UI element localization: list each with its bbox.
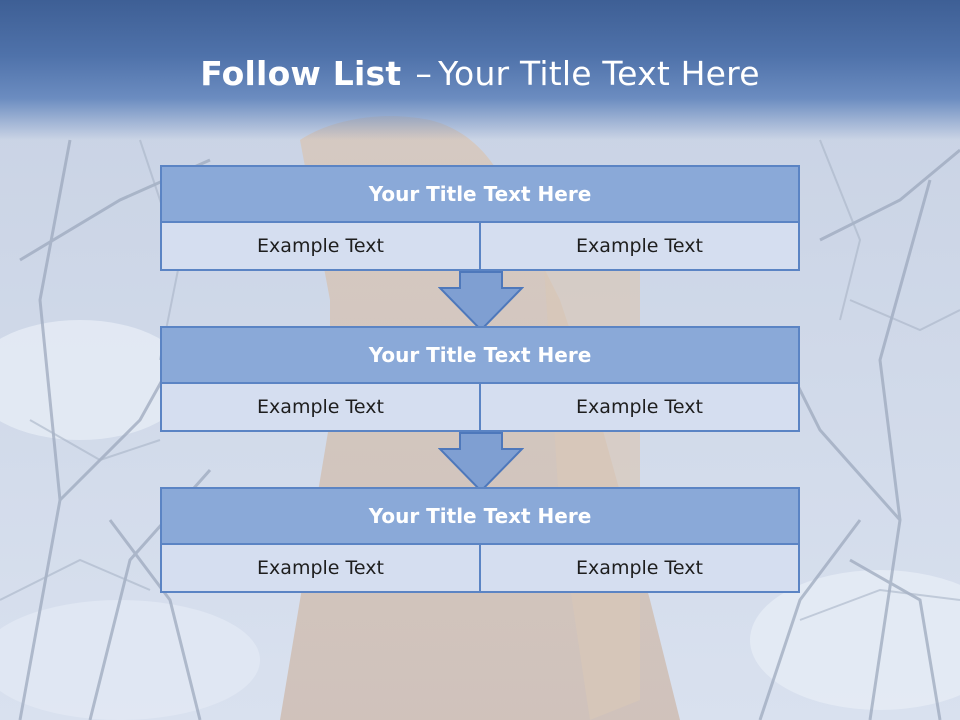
step-row: Example Text Example Text — [162, 384, 798, 430]
step-title: Your Title Text Here — [162, 167, 798, 223]
step-cell-right: Example Text — [479, 545, 798, 591]
step-cell-left: Example Text — [162, 545, 479, 591]
step-cell-right: Example Text — [479, 384, 798, 430]
step-row: Example Text Example Text — [162, 223, 798, 269]
step-cell-right: Example Text — [479, 223, 798, 269]
step-box-3: Your Title Text Here Example Text Exampl… — [160, 487, 800, 593]
title-separator: – — [415, 54, 433, 93]
down-arrow-icon — [438, 271, 524, 332]
header-band — [0, 0, 960, 140]
step-box-1: Your Title Text Here Example Text Exampl… — [160, 165, 800, 271]
step-box-2: Your Title Text Here Example Text Exampl… — [160, 326, 800, 432]
down-arrow-icon — [438, 432, 524, 493]
step-cell-left: Example Text — [162, 223, 479, 269]
step-title: Your Title Text Here — [162, 328, 798, 384]
title-bold-part: Follow List — [200, 54, 402, 93]
step-title: Your Title Text Here — [162, 489, 798, 545]
slide-title: Follow List–Your Title Text Here — [0, 54, 960, 93]
step-row: Example Text Example Text — [162, 545, 798, 591]
title-rest: Your Title Text Here — [438, 54, 760, 93]
step-cell-left: Example Text — [162, 384, 479, 430]
